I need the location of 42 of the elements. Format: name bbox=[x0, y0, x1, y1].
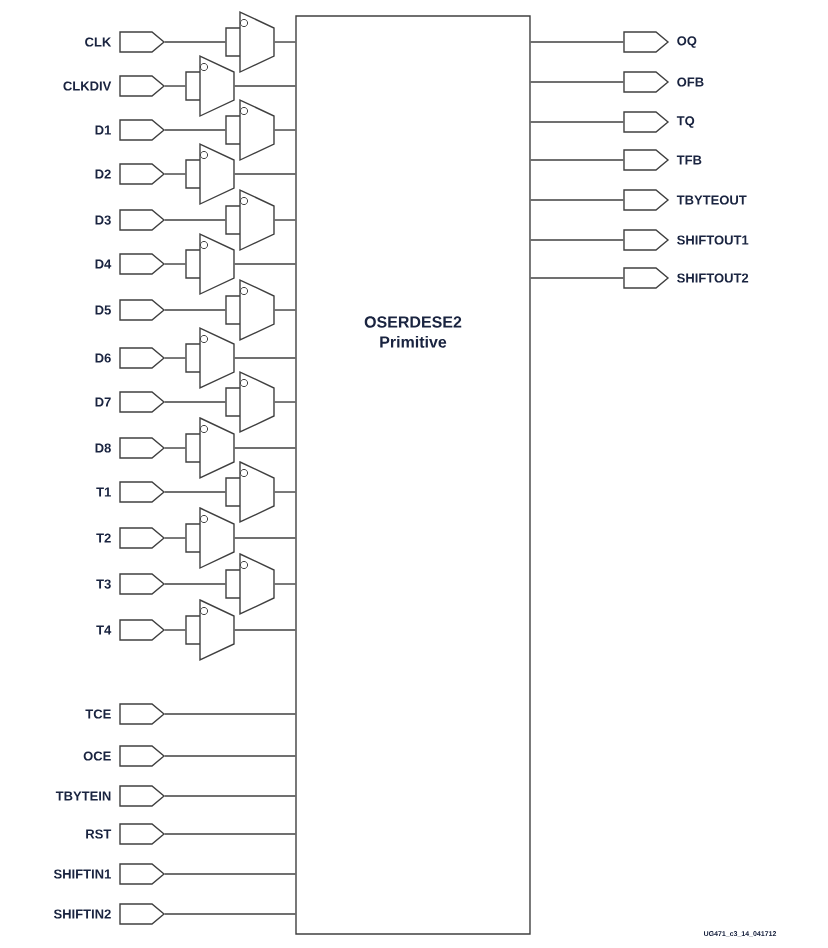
connector-line bbox=[164, 401, 226, 403]
connector-line bbox=[530, 277, 624, 279]
connector-line bbox=[164, 129, 226, 131]
connector-line bbox=[164, 795, 296, 797]
connector-line bbox=[274, 309, 296, 311]
connector-line bbox=[530, 121, 624, 123]
connector-line bbox=[274, 219, 296, 221]
primitive-block: OSERDESE2 Primitive bbox=[295, 15, 531, 935]
connector-line bbox=[274, 583, 296, 585]
connector-line bbox=[164, 173, 186, 175]
connector-line bbox=[234, 357, 296, 359]
connector-line bbox=[234, 263, 296, 265]
connector-line bbox=[530, 41, 624, 43]
connector-line bbox=[274, 401, 296, 403]
connector-line bbox=[234, 537, 296, 539]
connector-line bbox=[164, 713, 296, 715]
connector-line bbox=[530, 159, 624, 161]
connector-line bbox=[164, 85, 186, 87]
connector-line bbox=[164, 263, 186, 265]
connector-line bbox=[164, 583, 226, 585]
connector-line bbox=[164, 41, 226, 43]
connector-line bbox=[274, 129, 296, 131]
connector-line bbox=[530, 199, 624, 201]
connector-line bbox=[164, 833, 296, 835]
connector-line bbox=[164, 447, 186, 449]
connector-line bbox=[234, 447, 296, 449]
connector-line bbox=[530, 81, 624, 83]
connector-line bbox=[164, 491, 226, 493]
connector-line bbox=[164, 537, 186, 539]
connector-line bbox=[164, 913, 296, 915]
connector-line bbox=[234, 173, 296, 175]
connector-line bbox=[164, 219, 226, 221]
connector-line bbox=[274, 41, 296, 43]
connector-line bbox=[164, 629, 186, 631]
connector-line bbox=[530, 239, 624, 241]
connector-line bbox=[164, 755, 296, 757]
connector-line bbox=[234, 629, 296, 631]
connector-line bbox=[164, 873, 296, 875]
connector-line bbox=[164, 357, 186, 359]
connector-line bbox=[234, 85, 296, 87]
connector-line bbox=[274, 491, 296, 493]
connector-line bbox=[164, 309, 226, 311]
